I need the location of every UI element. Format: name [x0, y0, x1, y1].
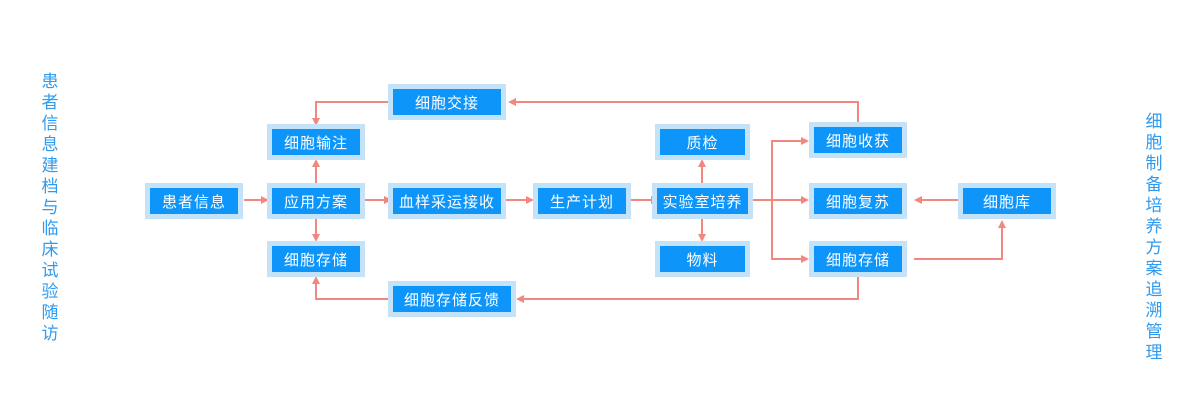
edge-lab-to-materials-arrowhead	[697, 234, 706, 242]
node-lab-culture[interactable]: 实验室培养	[652, 183, 753, 219]
edge-plan-to-infusion	[315, 166, 317, 183]
node-cell-recovery-label: 细胞复苏	[825, 193, 890, 211]
node-cell-harvest[interactable]: 细胞收获	[809, 122, 907, 158]
node-patient-info-label: 患者信息	[161, 193, 226, 211]
edge-storage-to-feedback-vertical	[857, 277, 859, 299]
node-quality-check-label: 质检	[686, 134, 719, 152]
node-production-plan-label: 生产计划	[549, 193, 614, 211]
edge-patient-to-plan	[244, 199, 262, 201]
edge-lab-to-materials	[701, 218, 703, 235]
node-materials[interactable]: 物料	[655, 241, 750, 277]
edge-trunk-to-storage-right	[771, 258, 802, 260]
edge-harvest-to-handover-horizontal	[516, 101, 859, 103]
node-cell-bank-label: 细胞库	[982, 193, 1031, 211]
edge-blood-to-production-arrowhead	[526, 195, 534, 204]
edge-feedback-to-storage-vertical	[315, 283, 317, 299]
edge-storage-to-bank-vertical	[1001, 228, 1003, 259]
node-cell-storage-left[interactable]: 细胞存储	[267, 241, 365, 277]
edge-trunk-to-harvest	[771, 140, 802, 142]
node-blood-collection[interactable]: 血样采运接收	[388, 183, 506, 219]
node-lab-culture-label: 实验室培养	[662, 193, 743, 211]
edge-storage-to-feedback-arrowhead	[516, 294, 524, 303]
edge-plan-to-storage-arrowhead	[311, 234, 320, 242]
edge-plan-to-blood	[365, 199, 385, 201]
node-cell-storage-right-label: 细胞存储	[825, 251, 890, 269]
right-phase-label: 细胞制备培养方案追溯管理	[1142, 112, 1162, 364]
edge-feedback-to-storage-arrowhead	[311, 276, 320, 284]
edge-harvest-to-handover-vertical	[857, 102, 859, 122]
node-storage-feedback-label: 细胞存储反馈	[403, 291, 500, 309]
node-quality-check[interactable]: 质检	[655, 124, 750, 160]
edge-handover-to-infusion-vertical	[315, 101, 317, 119]
node-production-plan[interactable]: 生产计划	[533, 183, 631, 219]
node-cell-storage-left-label: 细胞存储	[283, 251, 348, 269]
edge-storage-to-bank-horizontal	[914, 258, 1003, 260]
edge-trunk-to-harvest-arrowhead	[801, 136, 809, 145]
node-cell-handover-label: 细胞交接	[414, 94, 479, 112]
edge-trunk-to-storage-right-arrowhead	[801, 254, 809, 263]
edge-production-to-lab	[631, 199, 652, 201]
node-application-plan[interactable]: 应用方案	[267, 183, 365, 219]
node-blood-collection-label: 血样采运接收	[398, 193, 495, 211]
node-cell-handover[interactable]: 细胞交接	[388, 84, 506, 120]
edge-lab-to-qc-arrowhead	[697, 159, 706, 167]
node-cell-harvest-label: 细胞收获	[825, 132, 890, 150]
node-materials-label: 物料	[686, 251, 719, 269]
node-application-plan-label: 应用方案	[283, 193, 348, 211]
edge-plan-to-storage	[315, 218, 317, 235]
edge-harvest-to-handover-arrowhead	[508, 97, 516, 106]
edge-storage-to-feedback-horizontal	[524, 298, 859, 300]
node-cell-storage-right[interactable]: 细胞存储	[809, 241, 907, 277]
edge-handover-to-infusion-arrowhead	[311, 118, 320, 126]
edge-lab-to-qc	[701, 166, 703, 183]
node-cell-infusion[interactable]: 细胞输注	[267, 124, 365, 160]
edge-lab-to-trunk	[753, 199, 773, 201]
edge-storage-to-bank-arrowhead	[997, 220, 1006, 228]
node-cell-recovery[interactable]: 细胞复苏	[809, 183, 907, 219]
edge-handover-to-infusion-horizontal	[315, 101, 388, 103]
edge-trunk-to-recovery	[771, 199, 802, 201]
edge-feedback-to-storage-horizontal	[315, 298, 388, 300]
edge-blood-to-production	[506, 199, 527, 201]
edge-patient-to-plan-arrowhead	[261, 195, 269, 204]
node-cell-infusion-label: 细胞输注	[283, 134, 348, 152]
edge-plan-to-infusion-arrowhead	[311, 159, 320, 167]
node-cell-bank[interactable]: 细胞库	[958, 183, 1056, 219]
edge-bank-to-recovery	[922, 199, 963, 201]
edge-trunk-to-recovery-arrowhead	[801, 195, 809, 204]
edge-bank-to-recovery-arrowhead	[914, 195, 922, 204]
left-phase-label: 患者信息建档与临床试验随访	[38, 72, 58, 345]
node-patient-info[interactable]: 患者信息	[145, 183, 243, 219]
node-storage-feedback[interactable]: 细胞存储反馈	[388, 281, 516, 317]
